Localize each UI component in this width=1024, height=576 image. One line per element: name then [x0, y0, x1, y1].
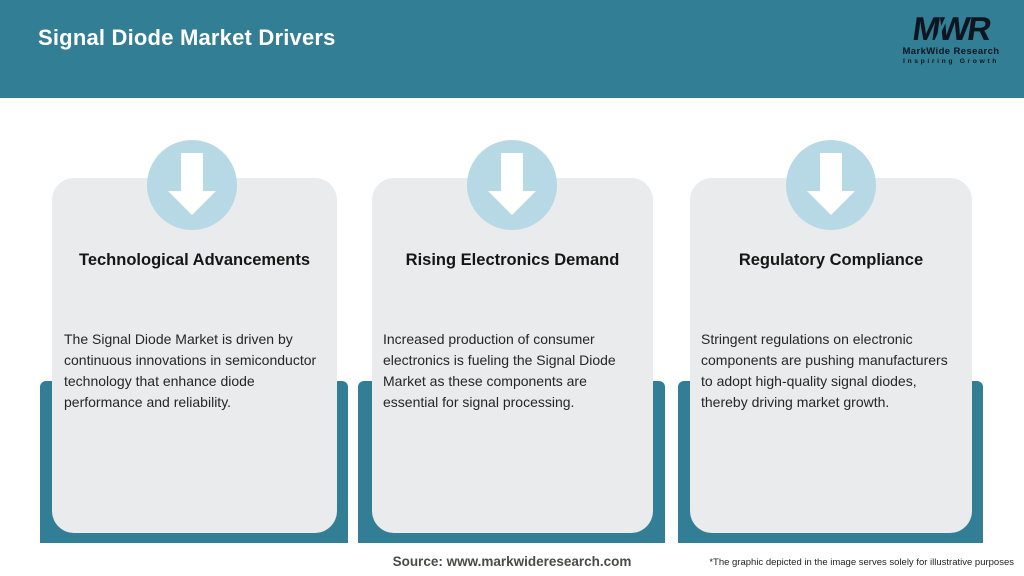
down-arrow-icon [147, 140, 237, 230]
card-title: Technological Advancements [78, 251, 311, 269]
source-attribution: Source: www.markwideresearch.com [392, 554, 632, 569]
driver-card-technological-advancements [52, 178, 337, 533]
page-title: Signal Diode Market Drivers [38, 25, 336, 50]
driver-card-rising-electronics-demand [372, 178, 653, 533]
logo-monogram-text: MWR [910, 10, 992, 47]
driver-card-regulatory-compliance [690, 178, 972, 533]
logo-tagline: Inspiring Growth [903, 58, 999, 65]
header-band: Signal Diode Market Drivers MWR MarkWide… [0, 0, 1024, 98]
card-description: Stringent regulations on electronic comp… [701, 331, 948, 410]
down-arrow-icon [786, 140, 876, 230]
logo-company-name: MarkWide Research [902, 46, 1000, 57]
disclaimer-note: *The graphic depicted in the image serve… [709, 557, 1014, 568]
card-description: Increased production of consumer electro… [383, 331, 616, 410]
card-description: The Signal Diode Market is driven by con… [64, 331, 317, 410]
logo-monogram: MWR [910, 10, 992, 47]
down-arrow-icon [467, 140, 557, 230]
card-title: Regulatory Compliance [738, 251, 924, 269]
card-title: Rising Electronics Demand [405, 251, 620, 269]
markwide-research-logo: MWR MarkWide Research Inspiring Growth [896, 10, 1006, 65]
